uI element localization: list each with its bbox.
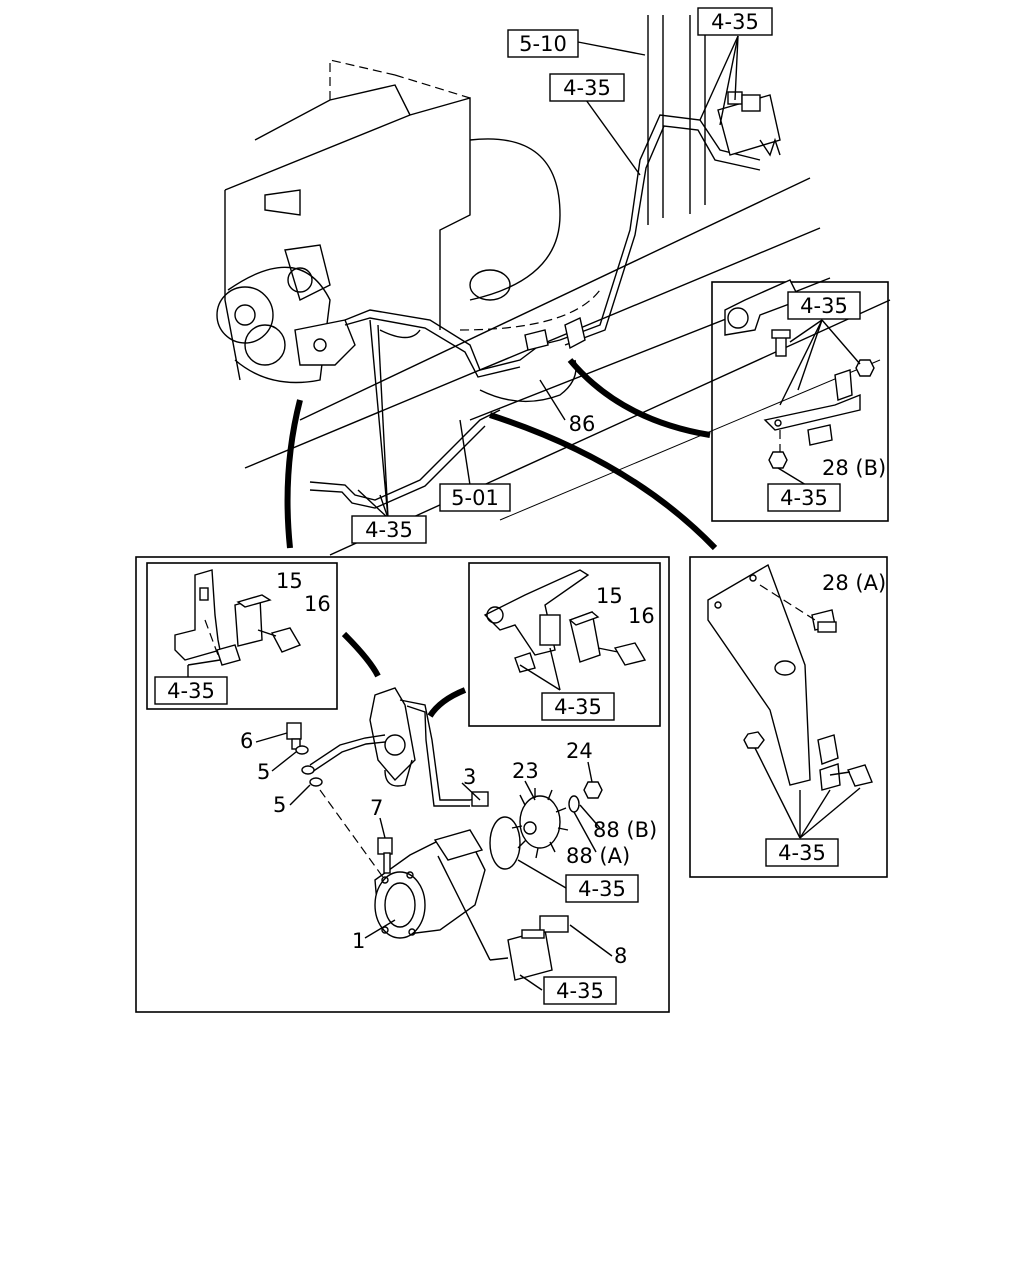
svg-text:5-10: 5-10 [519, 32, 567, 56]
callout-23: 23 [512, 759, 539, 783]
inset-left-bracket [146, 562, 338, 710]
ref-box-inset-clamp-bottom[interactable]: 4-35 [767, 483, 841, 512]
ref-box-5-10[interactable]: 5-10 [507, 29, 579, 58]
callout-15-mid: 15 [596, 584, 623, 608]
ref-box-4-35-engine[interactable]: 4-35 [351, 515, 427, 544]
inset-bracket-right [689, 556, 888, 878]
callout-8: 8 [614, 944, 627, 968]
svg-text:4-35: 4-35 [365, 518, 413, 542]
ref-box-inset-clamp-top[interactable]: 4-35 [787, 291, 861, 320]
callout-16-left: 16 [304, 592, 331, 616]
svg-text:4-35: 4-35 [563, 76, 611, 100]
callout-1: 1 [352, 929, 365, 953]
callout-86: 86 [569, 412, 596, 436]
callout-88a: 88 (A) [566, 844, 630, 868]
pump-assembly [255, 631, 613, 991]
callout-15-left: 15 [276, 569, 303, 593]
callout-28a: 28 (A) [822, 571, 886, 595]
callout-5-lower: 5 [273, 793, 286, 817]
svg-text:5-01: 5-01 [451, 486, 499, 510]
callout-16-mid: 16 [628, 604, 655, 628]
ref-box-pump-oring[interactable]: 4-35 [565, 874, 639, 903]
svg-text:4-35: 4-35 [167, 679, 215, 703]
svg-text:4-35: 4-35 [556, 979, 604, 1003]
svg-text:4-35: 4-35 [711, 10, 759, 34]
svg-text:4-35: 4-35 [554, 695, 602, 719]
ref-box-inset-bracket[interactable]: 4-35 [765, 838, 839, 867]
ref-box-4-35-reservoir[interactable]: 4-35 [697, 7, 773, 36]
svg-text:4-35: 4-35 [780, 486, 828, 510]
engine-chassis-overview [216, 15, 891, 556]
callout-3: 3 [463, 765, 476, 789]
callout-7: 7 [370, 796, 383, 820]
pump-detail-frame [135, 556, 670, 1013]
inset-mid-bracket [468, 562, 661, 727]
ref-box-inset-left[interactable]: 4-35 [154, 676, 228, 705]
callout-6: 6 [240, 729, 253, 753]
ref-box-inset-mid[interactable]: 4-35 [541, 692, 615, 721]
callout-88b: 88 (B) [593, 818, 657, 842]
ref-box-5-01[interactable]: 5-01 [439, 483, 511, 512]
ref-box-pump-bottom[interactable]: 4-35 [543, 976, 617, 1005]
svg-text:4-35: 4-35 [800, 294, 848, 318]
inset-clamp-right [711, 279, 889, 522]
callout-5-upper: 5 [257, 760, 270, 784]
ref-box-4-35-line[interactable]: 4-35 [549, 73, 625, 102]
svg-text:4-35: 4-35 [578, 877, 626, 901]
svg-text:4-35: 4-35 [778, 841, 826, 865]
callout-24: 24 [566, 739, 593, 763]
callout-28b: 28 (B) [822, 456, 886, 480]
